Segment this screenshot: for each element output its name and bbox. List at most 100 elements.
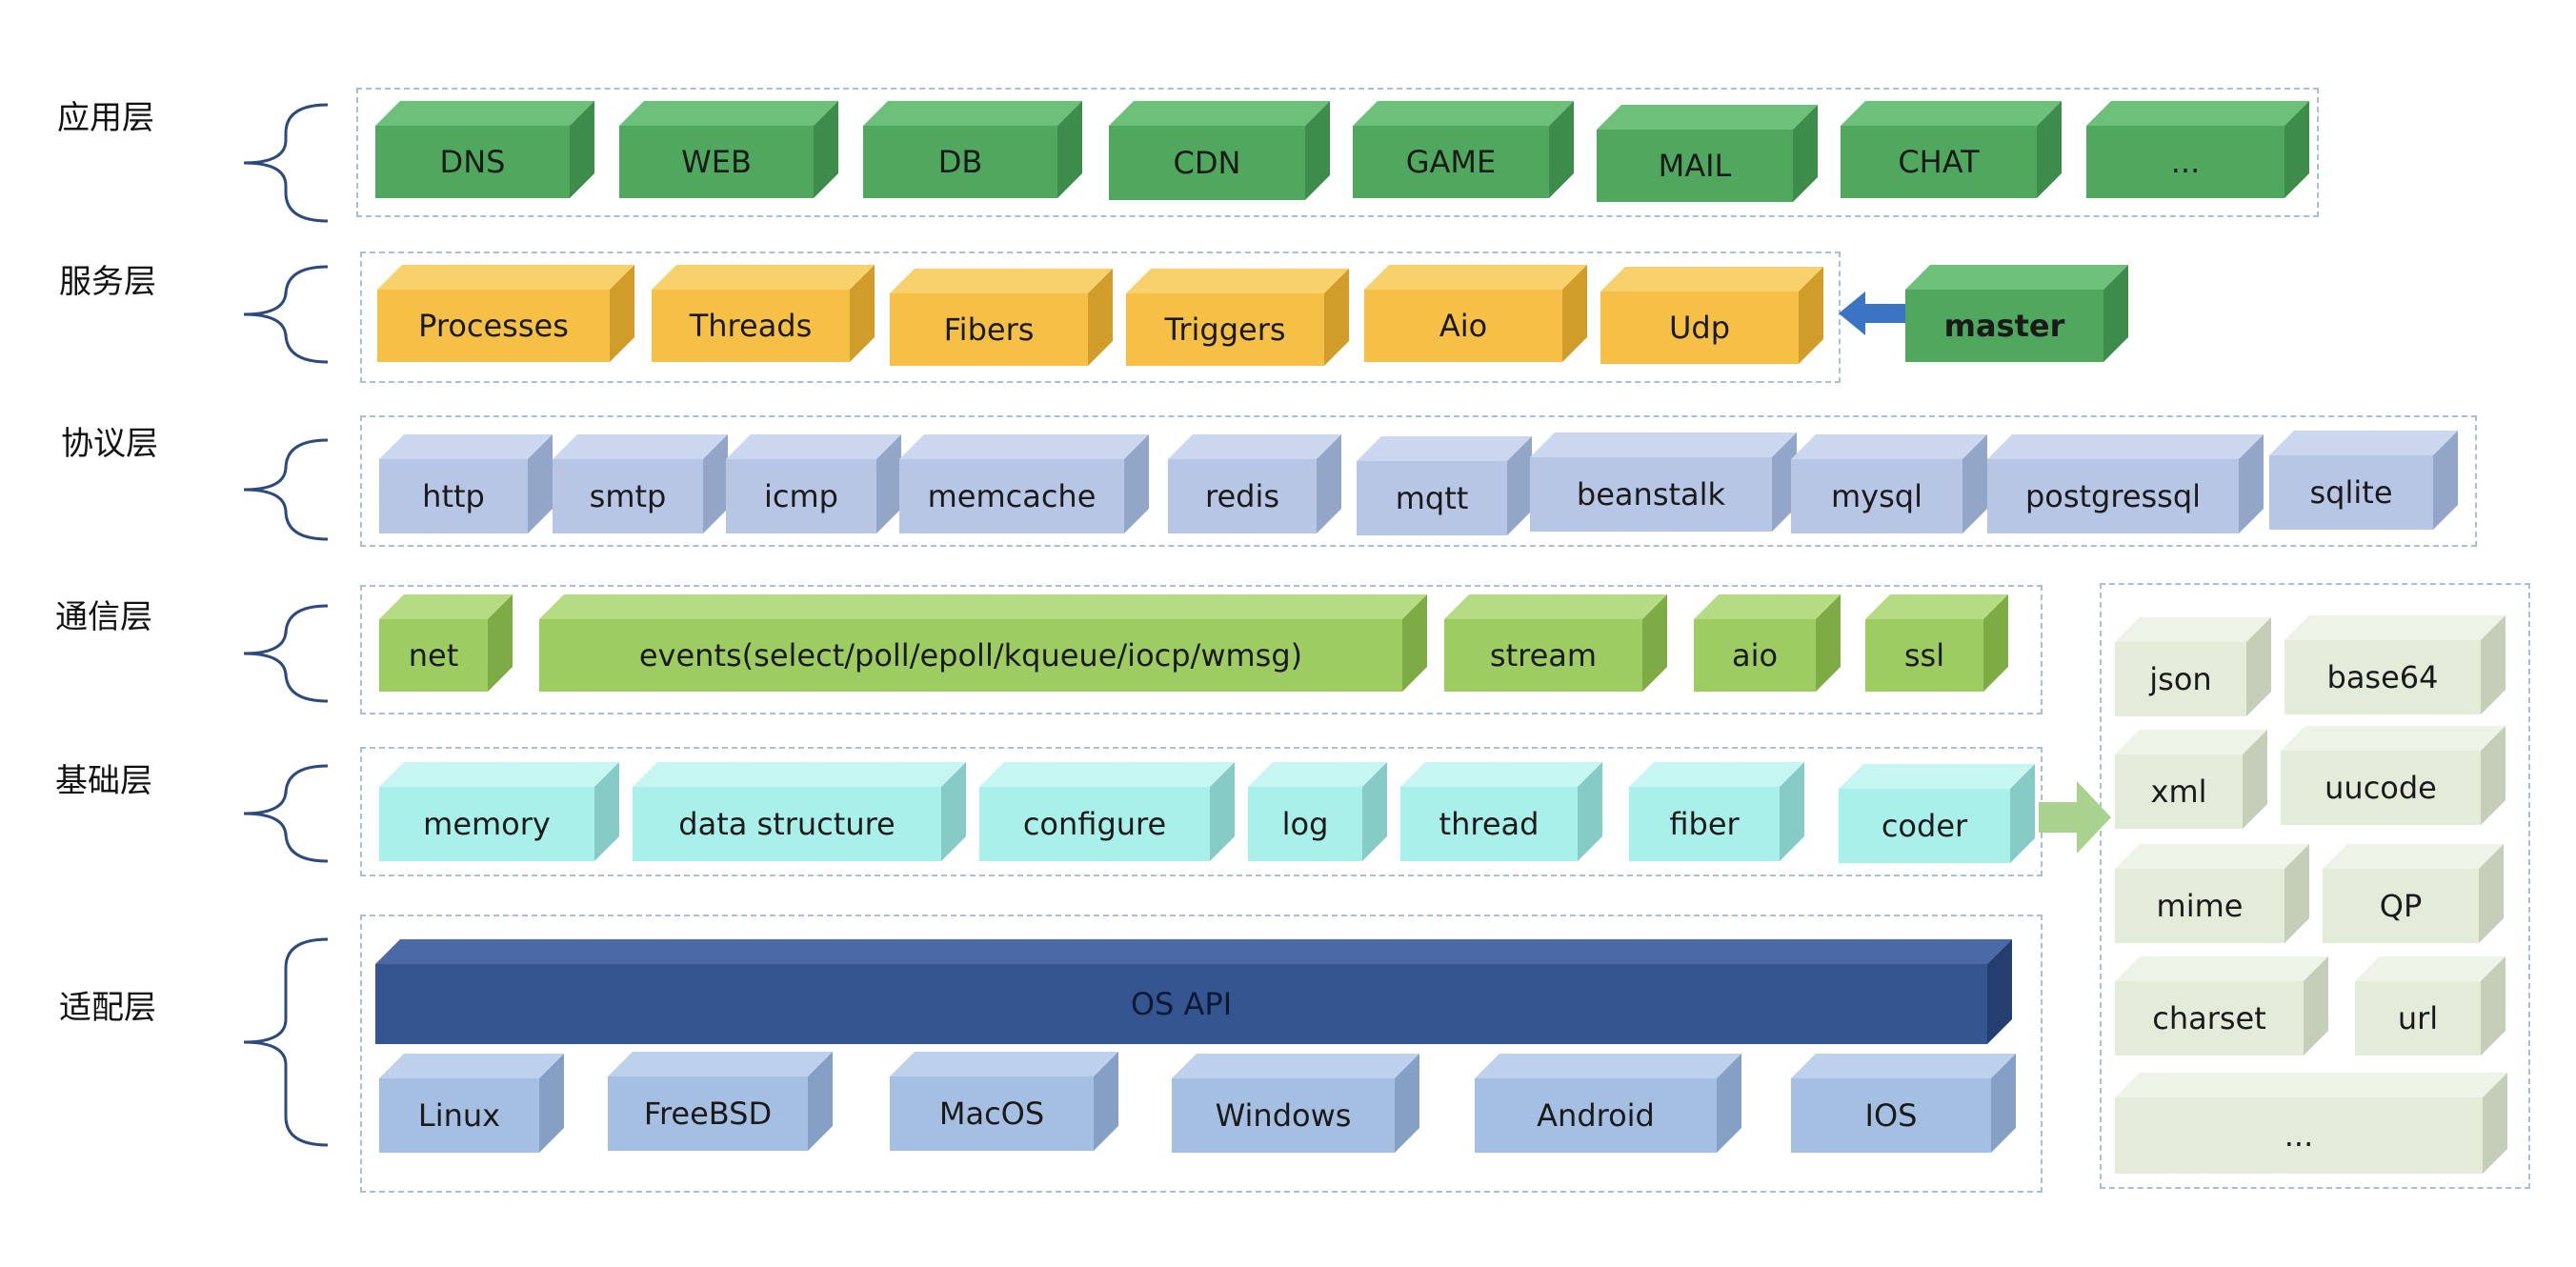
layer-frame bbox=[360, 585, 2043, 714]
layer-label: 服务层 bbox=[59, 263, 156, 301]
box-memcache: memcache bbox=[899, 434, 1149, 533]
box-label: beanstalk bbox=[1530, 457, 1772, 532]
box-fiber: fiber bbox=[1629, 762, 1804, 861]
box-web: WEB bbox=[619, 101, 838, 198]
box-top-face bbox=[379, 434, 553, 459]
box-aio: Aio bbox=[1364, 265, 1587, 362]
box-top-face bbox=[377, 265, 634, 290]
box-fibers: Fibers bbox=[890, 269, 1113, 366]
box-label: Linux bbox=[379, 1078, 539, 1153]
box-label: http bbox=[379, 459, 528, 533]
box-label: WEB bbox=[619, 126, 814, 198]
box-beanstalk: beanstalk bbox=[1530, 432, 1797, 532]
box-label: url bbox=[2355, 981, 2481, 1056]
box-top-face bbox=[1126, 269, 1349, 293]
box-top-face bbox=[2281, 726, 2506, 751]
box-label: mysql bbox=[1791, 459, 1962, 533]
box-configure: configure bbox=[979, 762, 1235, 861]
box-db: DB bbox=[863, 101, 1082, 198]
box-label: sqlite bbox=[2269, 455, 2433, 530]
box-smtp: smtp bbox=[553, 434, 728, 533]
box-top-face bbox=[1839, 764, 2035, 789]
box-top-face bbox=[1168, 434, 1341, 459]
box-windows: Windows bbox=[1172, 1054, 1419, 1153]
box-label: stream bbox=[1444, 619, 1642, 692]
coder-arrow-icon bbox=[2039, 781, 2111, 854]
master-arrow-icon bbox=[1839, 292, 1905, 335]
box-top-face bbox=[890, 1052, 1118, 1076]
box-top-face bbox=[2355, 956, 2506, 981]
box-mqtt: mqtt bbox=[1357, 436, 1532, 535]
box-top-face bbox=[379, 594, 513, 619]
brace bbox=[243, 937, 329, 1147]
brace bbox=[243, 265, 329, 364]
coder-item-url: url bbox=[2355, 956, 2506, 1056]
box-label: Android bbox=[1475, 1078, 1717, 1153]
box-top-face bbox=[1530, 432, 1797, 457]
box-top-face bbox=[1248, 762, 1387, 787]
box-label: configure bbox=[979, 787, 1210, 861]
box-label: MacOS bbox=[890, 1076, 1094, 1151]
coder-item-uucode: uucode bbox=[2281, 726, 2506, 825]
coder-item-charset: charset bbox=[2115, 956, 2328, 1056]
box-log: log bbox=[1248, 762, 1387, 861]
box-dns: DNS bbox=[375, 101, 594, 198]
coder-item-mime: mime bbox=[2115, 844, 2309, 943]
box-top-face bbox=[726, 434, 901, 459]
box-label: aio bbox=[1694, 619, 1816, 692]
layer-label: 基础层 bbox=[55, 762, 152, 800]
box-top-face bbox=[1444, 594, 1667, 619]
layer-label: 适配层 bbox=[59, 989, 156, 1027]
box-events-select-poll-epoll-kqueue-iocp-wmsg: events(select/poll/epoll/kqueue/iocp/wms… bbox=[539, 594, 1427, 692]
box-top-face bbox=[1353, 101, 1574, 126]
box-label: events(select/poll/epoll/kqueue/iocp/wms… bbox=[539, 619, 1402, 692]
box-top-face bbox=[1987, 434, 2264, 459]
box-net: net bbox=[379, 594, 513, 692]
layer-label: 应用层 bbox=[57, 99, 154, 137]
box-label: mqtt bbox=[1357, 461, 1507, 535]
box-coder: coder bbox=[1839, 764, 2035, 863]
box-postgressql: postgressql bbox=[1987, 434, 2264, 533]
box-top-face bbox=[979, 762, 1235, 787]
box-label: CHAT bbox=[1841, 126, 2037, 198]
layer-frame bbox=[360, 415, 2477, 547]
box-top-face bbox=[1841, 101, 2062, 126]
layer-frame bbox=[360, 251, 1841, 383]
box-label: DNS bbox=[375, 126, 570, 198]
box-label: postgressql bbox=[1987, 459, 2239, 533]
coder-item-ellipsis: ... bbox=[2115, 1073, 2507, 1174]
box-macos: MacOS bbox=[890, 1052, 1118, 1151]
box-stream: stream bbox=[1444, 594, 1667, 692]
box-top-face bbox=[1475, 1054, 1741, 1078]
box-label: icmp bbox=[726, 459, 876, 533]
box-label: CDN bbox=[1109, 126, 1305, 200]
box-label: Aio bbox=[1364, 290, 1562, 362]
box-top-face bbox=[1357, 436, 1532, 461]
box-label: Processes bbox=[377, 290, 610, 362]
box-label: QP bbox=[2323, 869, 2479, 943]
box-label: Windows bbox=[1172, 1078, 1395, 1153]
box-top-face bbox=[2284, 615, 2506, 640]
box-top-face bbox=[1791, 1054, 2016, 1078]
box-top-face bbox=[608, 1052, 833, 1076]
box-label: Triggers bbox=[1126, 293, 1324, 366]
box-chat: CHAT bbox=[1841, 101, 2062, 198]
box-label: thread bbox=[1400, 787, 1578, 861]
box-top-face bbox=[539, 594, 1427, 619]
box-aio: aio bbox=[1694, 594, 1841, 692]
box-label: ... bbox=[2115, 1097, 2483, 1174]
box-cdn: CDN bbox=[1109, 101, 1330, 200]
box-label: master bbox=[1905, 290, 2103, 362]
box-mysql: mysql bbox=[1791, 434, 1987, 533]
box-top-face bbox=[1905, 265, 2128, 290]
box-thread: thread bbox=[1400, 762, 1602, 861]
box-top-face bbox=[379, 762, 619, 787]
box-linux: Linux bbox=[379, 1054, 564, 1153]
box-label: Udp bbox=[1600, 292, 1799, 364]
layer-label: 协议层 bbox=[61, 425, 158, 463]
box-top-face bbox=[2115, 730, 2267, 754]
box-label: FreeBSD bbox=[608, 1076, 808, 1151]
box-label: memory bbox=[379, 787, 594, 861]
box-sqlite: sqlite bbox=[2269, 431, 2458, 530]
box-top-face bbox=[2115, 844, 2309, 869]
